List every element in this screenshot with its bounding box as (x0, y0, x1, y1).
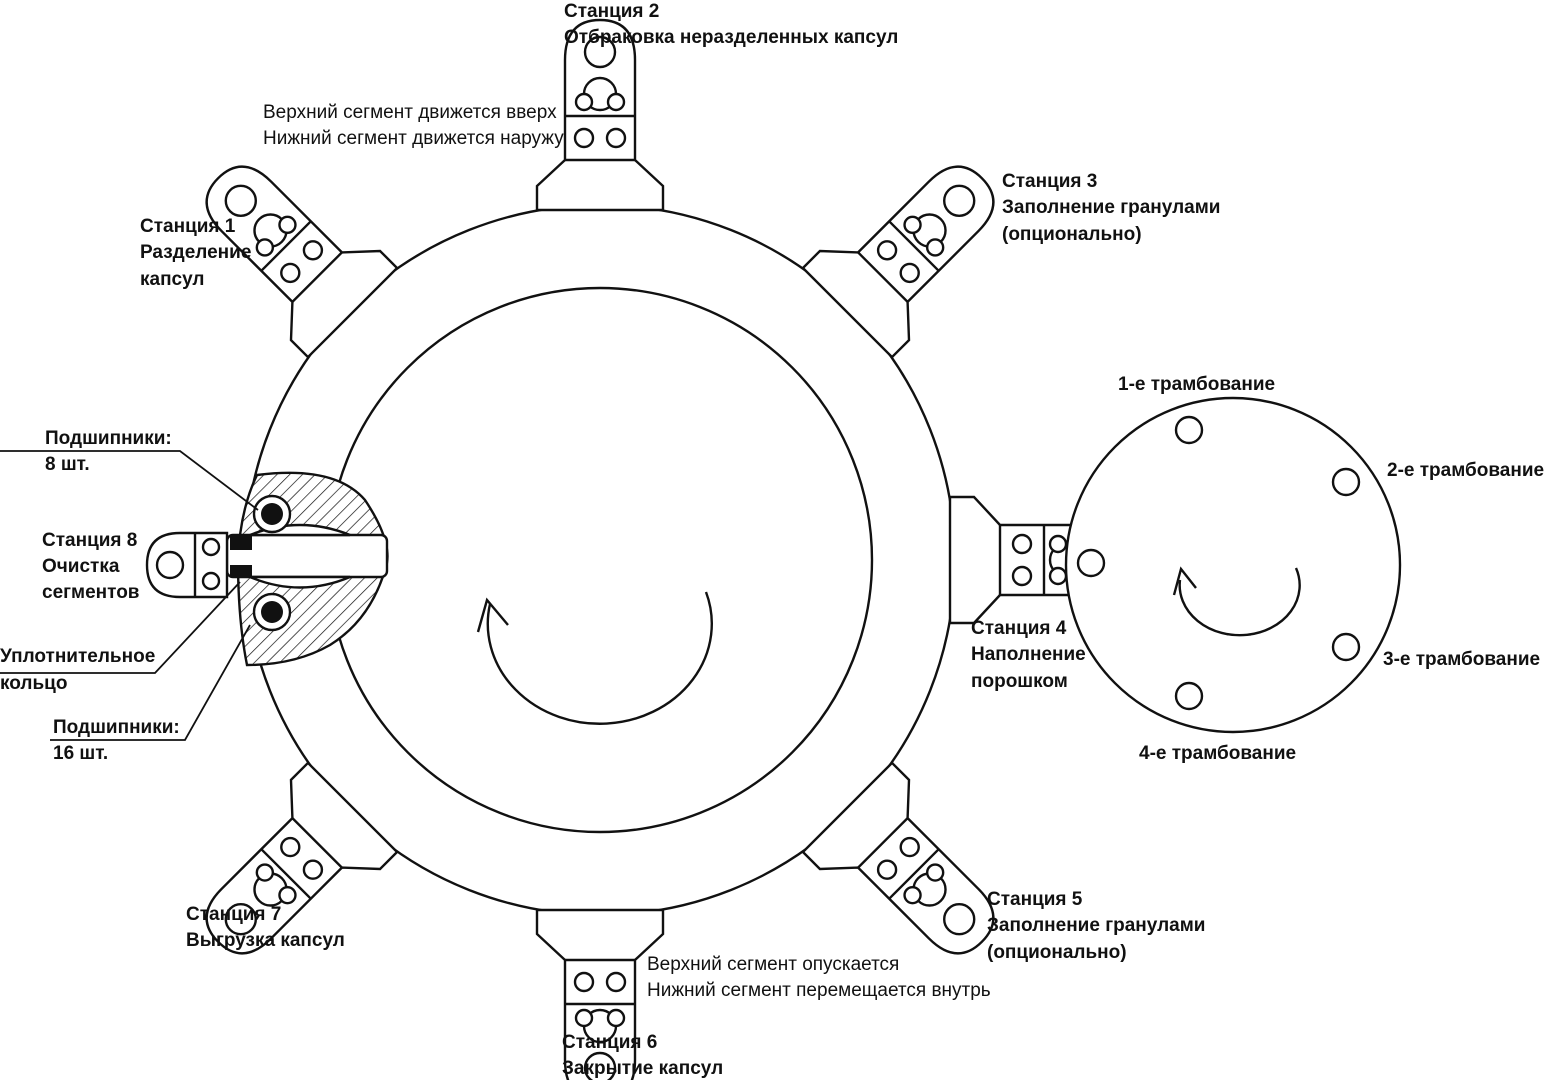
bearings8-title: Подшипники: (45, 428, 172, 449)
station6-note-1: Верхний сегмент опускается (647, 954, 899, 975)
counterclockwise-rotation-arrow-icon (1172, 566, 1301, 637)
station8-title: Станция 8 (42, 530, 137, 551)
station2-title: Станция 2 (564, 1, 659, 22)
seal-ring-1: Уплотнительное (0, 646, 155, 667)
clockwise-rotation-arrow-icon (476, 591, 713, 725)
station2-note-2: Нижний сегмент движется наружу (263, 128, 564, 149)
station1-title: Станция 1 (140, 216, 236, 237)
station4-desc-1: Наполнение (971, 644, 1086, 665)
station6-title: Станция 6 (562, 1032, 657, 1053)
station3-title: Станция 3 (1002, 171, 1097, 192)
station7-desc: Выгрузка капсул (186, 930, 345, 951)
bearing-housing (225, 471, 389, 667)
tamp-hole-1-icon (1174, 415, 1204, 445)
bearings16-count: 16 шт. (53, 743, 108, 764)
station6-note-2: Нижний сегмент перемещается внутрь (647, 980, 991, 1001)
station7-title: Станция 7 (186, 904, 281, 925)
bearings8-count: 8 шт. (45, 454, 90, 475)
station1-desc-1: Разделение (140, 242, 251, 263)
station2-note-1: Верхний сегмент движется вверх (263, 102, 557, 123)
tamp-hole-4-icon (1174, 681, 1204, 711)
tamp-hole-2-icon (1331, 467, 1361, 497)
station3-desc-2: (опционально) (1002, 224, 1142, 245)
station6-desc: Закрытие капсул (562, 1058, 723, 1079)
station4-desc-2: порошком (971, 671, 1068, 692)
tamp2-label: 2-е трамбование (1387, 460, 1544, 481)
station5-desc-1: Заполнение гранулами (987, 915, 1205, 936)
dosing-hole-icon (1076, 548, 1106, 578)
station8-desc-2: сегментов (42, 582, 140, 603)
leader-lines (0, 450, 259, 741)
seal-ring-2: кольцо (0, 673, 67, 694)
station4-title: Станция 4 (971, 618, 1067, 639)
tamp4-label: 4-е трамбование (1139, 743, 1296, 764)
station2-desc: Отбраковка неразделенных капсул (564, 27, 898, 48)
bearing-upper-icon (252, 494, 292, 534)
tamping-disc (1064, 396, 1402, 734)
tamp3-label: 3-е трамбование (1383, 649, 1540, 670)
station1-desc-2: капсул (140, 269, 205, 290)
station6-module (535, 908, 665, 1080)
station3-desc-1: Заполнение гранулами (1002, 197, 1220, 218)
station5-title: Станция 5 (987, 889, 1083, 910)
tamp1-label: 1-е трамбование (1118, 374, 1275, 395)
bearings16-title: Подшипники: (53, 717, 180, 738)
station5-desc-2: (опционально) (987, 942, 1127, 963)
bearing-lower-icon (252, 592, 292, 632)
turret-ring (243, 203, 957, 917)
station8-module (145, 531, 229, 599)
station8-desc-1: Очистка (42, 556, 120, 577)
tamp-hole-3-icon (1331, 632, 1361, 662)
